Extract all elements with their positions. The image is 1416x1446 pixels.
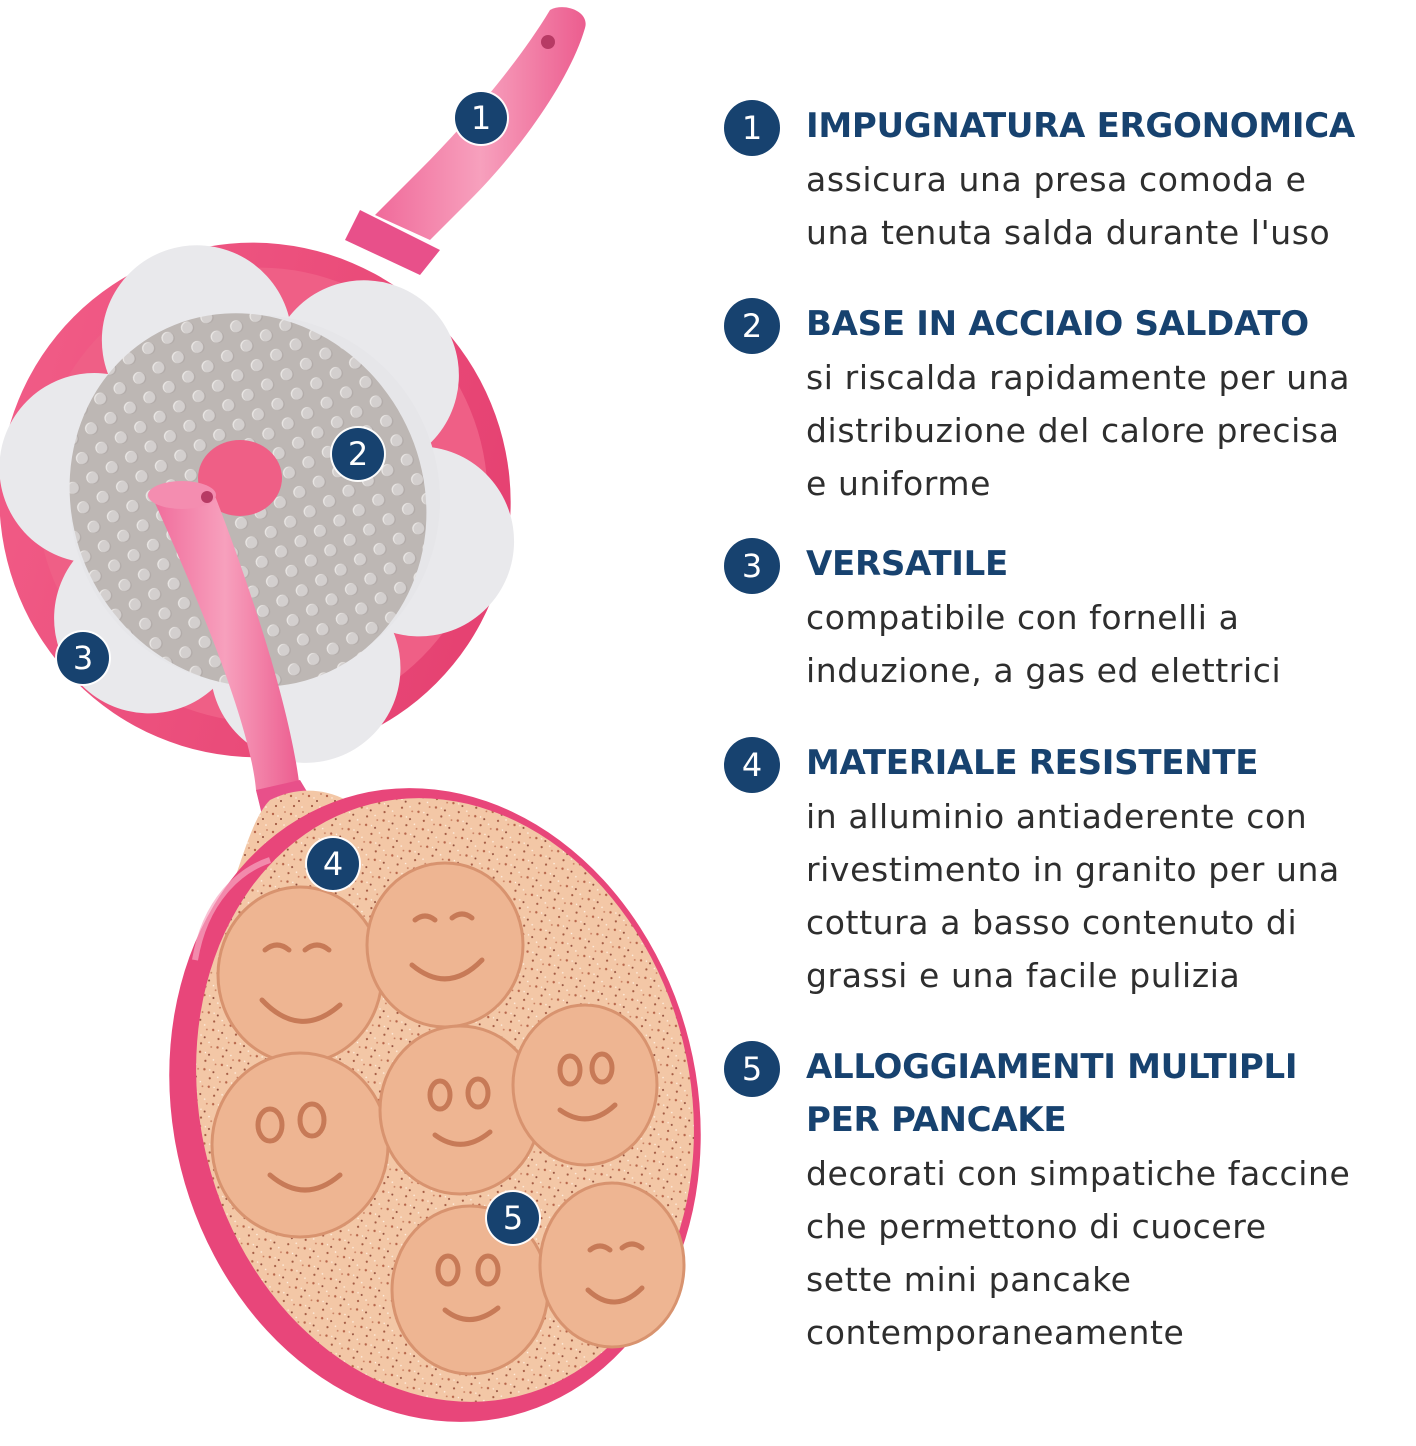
image-marker-2: 2 <box>332 428 384 480</box>
feature-number-badge: 1 <box>724 100 780 156</box>
feature-description: si riscalda rapidamente per una distribu… <box>806 358 1351 503</box>
feature-title: BASE IN ACCIAIO SALDATO <box>806 304 1309 344</box>
image-marker-5: 5 <box>487 1192 539 1244</box>
feature-5: 5 ALLOGGIAMENTI MULTIPLI PER PANCAKE dec… <box>724 1041 1414 1359</box>
feature-title: MATERIALE RESISTENTE <box>806 743 1259 783</box>
feature-title: VERSATILE <box>806 544 1008 584</box>
feature-2: 2 BASE IN ACCIAIO SALDATO si riscalda ra… <box>724 298 1414 510</box>
image-marker-1: 1 <box>455 92 507 144</box>
pan-top <box>148 481 701 1422</box>
feature-description: compatibile con fornelli a induzione, a … <box>806 598 1282 690</box>
feature-description: decorati con simpatiche faccine che perm… <box>806 1154 1351 1352</box>
feature-title: ALLOGGIAMENTI MULTIPLI PER PANCAKE <box>806 1047 1298 1140</box>
feature-number-badge: 5 <box>724 1041 780 1097</box>
pancake-pan-illustration <box>0 7 701 1422</box>
feature-number-badge: 4 <box>724 737 780 793</box>
image-marker-3: 3 <box>57 632 109 684</box>
feature-description: in alluminio antiaderente con rivestimen… <box>806 797 1340 995</box>
feature-4: 4 MATERIALE RESISTENTE in alluminio anti… <box>724 737 1414 1002</box>
pan-underside <box>0 7 586 763</box>
feature-3: 3 VERSATILE compatibile con fornelli a i… <box>724 538 1414 697</box>
feature-title: IMPUGNATURA ERGONOMICA <box>806 106 1355 146</box>
feature-number-badge: 3 <box>724 538 780 594</box>
feature-number-badge: 2 <box>724 298 780 354</box>
feature-description: assicura una presa comoda e una tenuta s… <box>806 160 1331 252</box>
image-marker-4: 4 <box>307 838 359 890</box>
feature-1: 1 IMPUGNATURA ERGONOMICA assicura una pr… <box>724 100 1414 259</box>
